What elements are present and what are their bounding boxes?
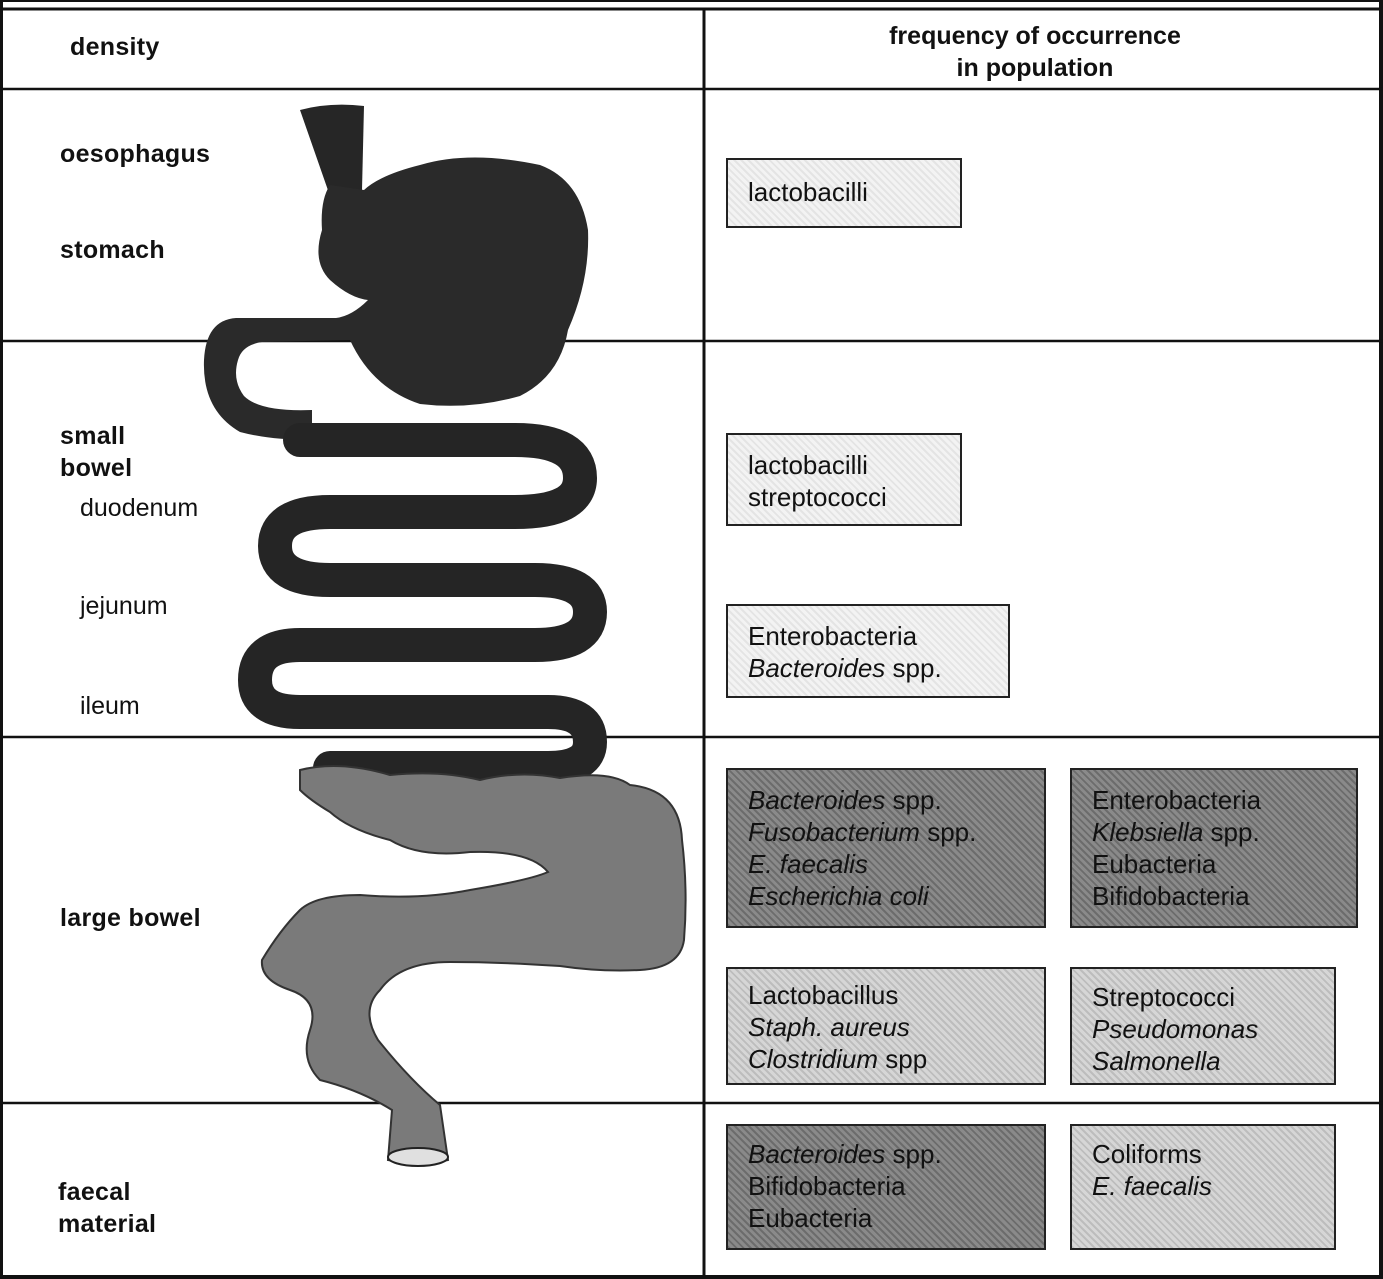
organism-line: Bifidobacteria bbox=[748, 1170, 1036, 1202]
organism-line: Bacteroides spp. bbox=[748, 652, 1000, 684]
organism-name-text: spp. bbox=[920, 817, 976, 847]
organism-name-italic: Clostridium bbox=[748, 1044, 878, 1074]
organism-name-text: Enterobacteria bbox=[748, 621, 917, 651]
organism-name-italic: Escherichia coli bbox=[748, 881, 929, 911]
organism-name-text: Eubacteria bbox=[748, 1203, 872, 1233]
organism-name-text: spp bbox=[878, 1044, 927, 1074]
organism-name-italic: Klebsiella bbox=[1092, 817, 1203, 847]
organism-name-text: spp. bbox=[885, 785, 941, 815]
organism-line: Coliforms bbox=[1092, 1138, 1326, 1170]
organism-line: Clostridium spp bbox=[748, 1043, 1036, 1075]
large-bowel-shape bbox=[262, 766, 686, 1166]
organism-name-text: Eubacteria bbox=[1092, 849, 1216, 879]
organism-line: Bacteroides spp. bbox=[748, 1138, 1036, 1170]
organism-line: Bacteroides spp. bbox=[748, 784, 1036, 816]
organism-line: Enterobacteria bbox=[748, 620, 1000, 652]
organism-name-italic: Bacteroides bbox=[748, 653, 885, 683]
label-faecal-line1: faecal bbox=[58, 1178, 131, 1207]
organism-line: Klebsiella spp. bbox=[1092, 816, 1348, 848]
organism-name-italic: Staph. aureus bbox=[748, 1012, 910, 1042]
label-duodenum: duodenum bbox=[80, 494, 198, 523]
organism-line: Fusobacterium spp. bbox=[748, 816, 1036, 848]
label-small-bowel-line2: bowel bbox=[60, 454, 132, 483]
organism-line: streptococci bbox=[748, 481, 952, 513]
column-header-density: density bbox=[70, 33, 160, 62]
organism-name-italic: Salmonella bbox=[1092, 1046, 1221, 1076]
organism-line: Eubacteria bbox=[1092, 848, 1348, 880]
organism-name-text: Coliforms bbox=[1092, 1139, 1202, 1169]
organism-name-text: Streptococci bbox=[1092, 982, 1235, 1012]
organism-line: E. faecalis bbox=[1092, 1170, 1326, 1202]
column-header-frequency-line2: in population bbox=[790, 52, 1280, 84]
digestive-tract-illustration bbox=[0, 0, 704, 1279]
organism-name-text: Bifidobacteria bbox=[748, 1171, 906, 1201]
organism-line: Eubacteria bbox=[748, 1202, 1036, 1234]
organism-name-italic: Pseudomonas bbox=[1092, 1014, 1258, 1044]
organism-name-italic: Bacteroides bbox=[748, 785, 885, 815]
organism-name-italic: Fusobacterium bbox=[748, 817, 920, 847]
small-bowel-shape bbox=[255, 440, 590, 768]
organism-name-text: spp. bbox=[885, 1139, 941, 1169]
label-jejunum: jejunum bbox=[80, 592, 168, 621]
label-large-bowel: large bowel bbox=[60, 904, 201, 933]
organism-name-text: lactobacilli bbox=[748, 177, 868, 207]
label-ileum: ileum bbox=[80, 692, 140, 721]
organism-line: E. faecalis bbox=[748, 848, 1036, 880]
organism-name-italic: E. faecalis bbox=[748, 849, 868, 879]
organism-line: lactobacilli bbox=[748, 449, 952, 481]
organism-name-text: Bifidobacteria bbox=[1092, 881, 1250, 911]
organism-name-text: streptococci bbox=[748, 482, 887, 512]
organism-line: Streptococci bbox=[1092, 981, 1326, 1013]
organism-name-text: spp. bbox=[1203, 817, 1259, 847]
organism-line: Staph. aureus bbox=[748, 1011, 1036, 1043]
organism-line: Pseudomonas bbox=[1092, 1013, 1326, 1045]
organism-name-italic: E. faecalis bbox=[1092, 1171, 1212, 1201]
organism-line: Bifidobacteria bbox=[1092, 880, 1348, 912]
organism-line: lactobacilli bbox=[748, 176, 952, 208]
organism-name-italic: Bacteroides bbox=[748, 1139, 885, 1169]
organism-box-stomach: lactobacilli bbox=[726, 158, 962, 228]
label-stomach: stomach bbox=[60, 236, 165, 265]
organism-line: Salmonella bbox=[1092, 1045, 1326, 1077]
organism-name-text: Lactobacillus bbox=[748, 980, 898, 1010]
organism-name-text: Enterobacteria bbox=[1092, 785, 1261, 815]
organism-line: Lactobacillus bbox=[748, 979, 1036, 1011]
organism-line: Escherichia coli bbox=[748, 880, 1036, 912]
label-small-bowel-line1: small bbox=[60, 422, 125, 451]
organism-line: Enterobacteria bbox=[1092, 784, 1348, 816]
organism-box-large-bowel-a: Bacteroides spp.Fusobacterium spp.E. fae… bbox=[726, 768, 1046, 928]
oesophagus-stomach-shape bbox=[204, 105, 588, 440]
organism-name-text: lactobacilli bbox=[748, 450, 868, 480]
column-header-frequency-line1: frequency of occurrence bbox=[790, 20, 1280, 52]
label-faecal-line2: material bbox=[58, 1210, 156, 1239]
column-header-frequency: frequency of occurrence in population bbox=[790, 20, 1280, 84]
label-oesophagus: oesophagus bbox=[60, 140, 210, 169]
organism-name-text: spp. bbox=[885, 653, 941, 683]
